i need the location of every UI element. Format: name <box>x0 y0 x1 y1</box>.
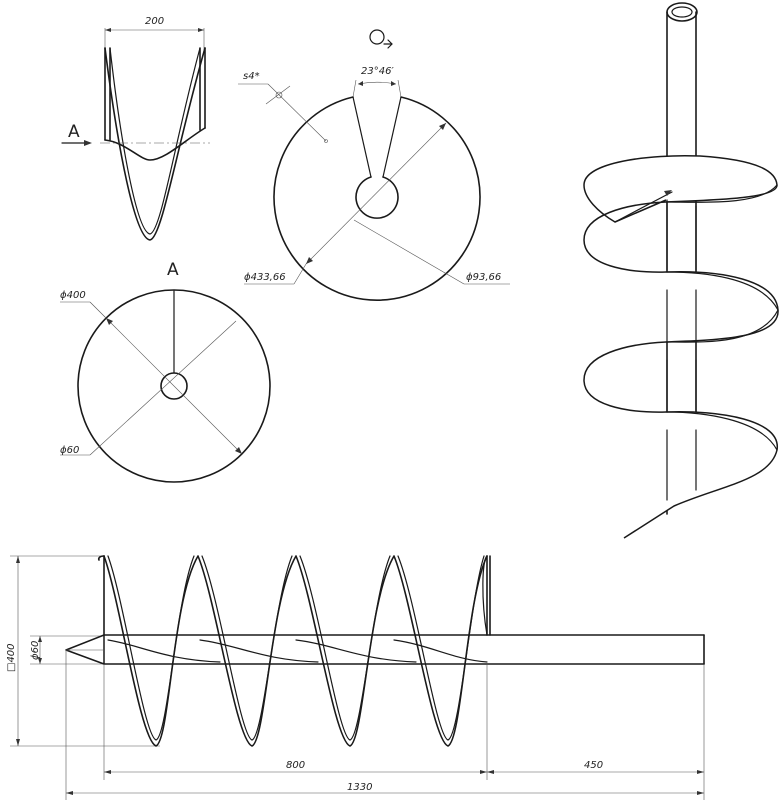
auger-overall-diameter-label: □400 <box>6 643 17 672</box>
auger-side-view: □400 ϕ60 800 <box>6 555 705 800</box>
auger-shaft-diameter-label: ϕ60 <box>30 641 41 660</box>
sector-inner-diameter-label: ϕ93,66 <box>466 272 501 283</box>
disk-view-a: A ϕ400 ϕ60 <box>60 260 271 483</box>
sector-outer-diameter-label: ϕ433,66 <box>244 272 286 283</box>
disk-outer-diameter-label: ϕ400 <box>60 290 86 301</box>
sector-view: 23°46′ ϕ433,66 ϕ93,66 s4* <box>238 29 510 301</box>
disk-shaft-diameter-label: ϕ60 <box>60 445 79 456</box>
shank-length-label: 450 <box>584 760 603 771</box>
section-a-label-front: A <box>167 260 179 280</box>
auger-isometric-view <box>583 2 779 539</box>
sector-angle-label: 23°46′ <box>361 66 394 77</box>
flight-length-label: 800 <box>286 760 305 771</box>
section-a-label-side: A <box>68 122 80 142</box>
rotation-arrow-icon <box>369 29 393 49</box>
blade-side-view: 200 A <box>61 16 210 241</box>
blade-width-label: 200 <box>145 16 164 27</box>
sheet-thickness-label: s4* <box>243 71 260 82</box>
total-length-label: 1330 <box>347 782 372 793</box>
